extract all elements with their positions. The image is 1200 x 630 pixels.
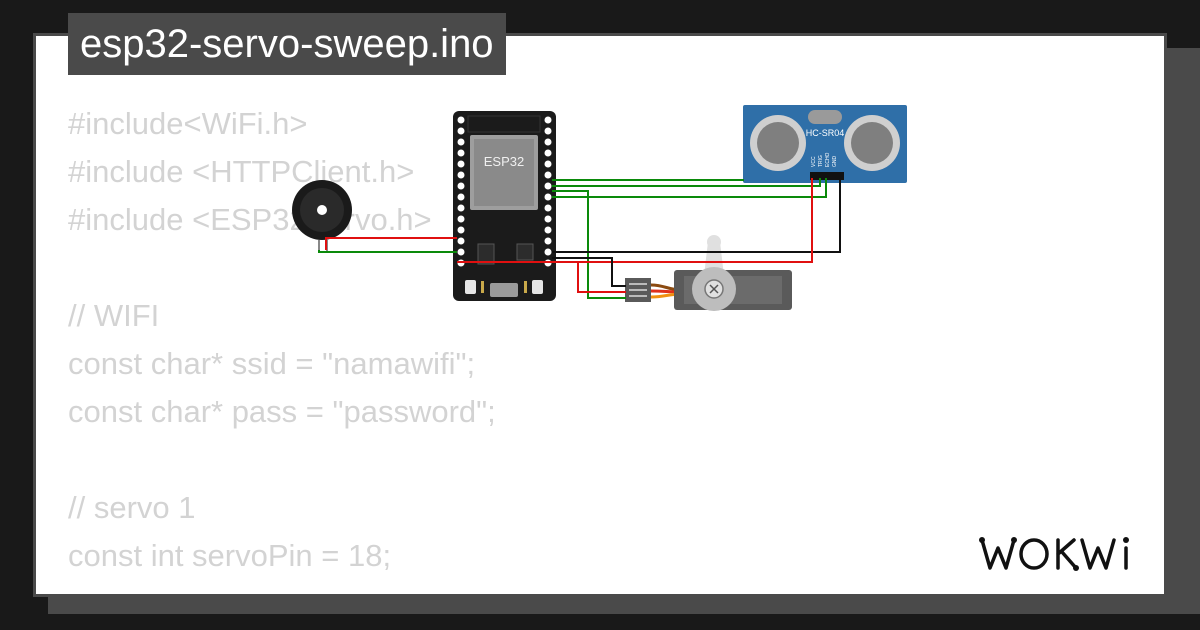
sensor-pin-label: TRIG <box>818 155 824 167</box>
code-line: #include <HTTPClient.h> <box>68 154 415 189</box>
servo-motor[interactable] <box>625 235 792 311</box>
wires <box>318 178 841 299</box>
project-title[interactable]: esp32-servo-sweep.ino <box>68 13 506 75</box>
code-line: // WIFI <box>68 298 160 333</box>
code-line: const char* pass = "password"; <box>68 394 496 429</box>
sensor-label: HC-SR04 <box>806 128 845 138</box>
wokwi-logo <box>979 537 1129 571</box>
preview-card <box>33 33 1167 597</box>
buzzer[interactable] <box>292 180 352 252</box>
ultrasonic-sensor[interactable]: HC-SR04 VCC TRIG ECHO GND <box>743 105 907 183</box>
sensor-pin-label: ECHO <box>825 152 831 167</box>
esp32-label: ESP32 <box>484 154 524 169</box>
code-preview: #include<WiFi.h> #include <HTTPClient.h>… <box>68 100 968 580</box>
code-line: // servo 1 <box>68 490 196 525</box>
code-line: const int servoPin = 18; <box>68 538 392 573</box>
sensor-pin-label: VCC <box>811 156 817 167</box>
code-line: const char* ssid = "namawifi"; <box>68 346 476 381</box>
esp32-board[interactable]: ESP32 <box>453 111 556 301</box>
esp32-left-pins <box>457 116 465 267</box>
code-line: #include<WiFi.h> <box>68 106 308 141</box>
sensor-pin-label: GND <box>832 156 838 168</box>
